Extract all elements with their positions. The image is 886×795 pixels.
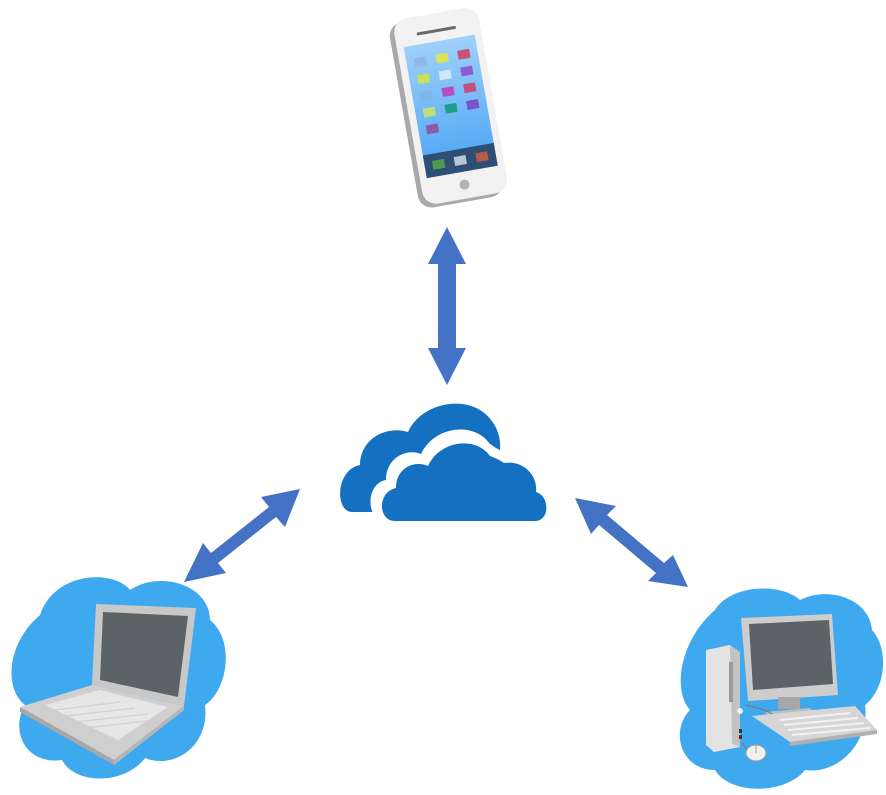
cloud-icon <box>340 403 553 523</box>
laptop-node <box>11 577 226 779</box>
arrow-cloud-to-phone <box>428 227 466 385</box>
arrow-cloud-to-laptop <box>184 489 300 582</box>
laptop-icon <box>20 604 196 765</box>
smartphone-icon <box>389 8 508 208</box>
arrow-cloud-to-desktop <box>575 498 688 587</box>
desktop-computer-icon <box>706 614 877 762</box>
desktop-node <box>679 588 884 789</box>
